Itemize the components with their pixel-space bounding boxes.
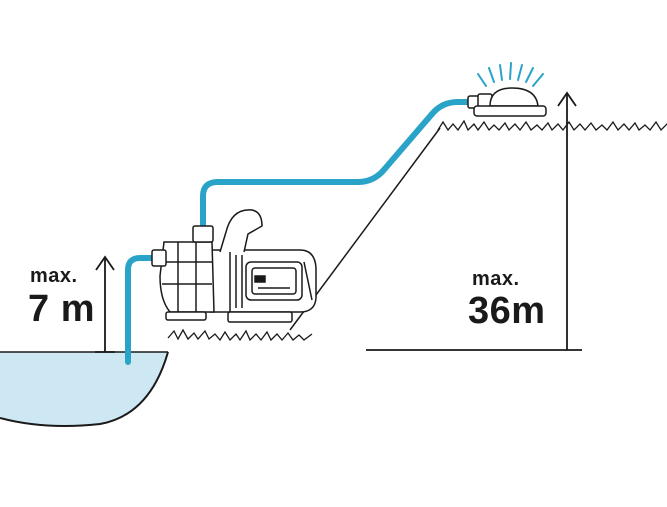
delivery-hose: [200, 99, 473, 231]
grass-pump: [167, 328, 313, 342]
delivery-height-value: 36m: [468, 290, 546, 332]
suction-hose: [125, 255, 165, 365]
suction-max-label: max.: [30, 265, 78, 287]
grass-hilltop: [437, 119, 667, 132]
pond-bank: [0, 351, 169, 427]
delivery-height-arrow: [366, 91, 582, 351]
suction-height-value: 7 m: [28, 288, 95, 330]
pump-icon: [151, 209, 317, 323]
delivery-max-label: max.: [472, 268, 520, 290]
sprinkler-icon: [467, 62, 547, 117]
water-body: [0, 352, 168, 426]
suction-height-arrow: [95, 255, 115, 353]
